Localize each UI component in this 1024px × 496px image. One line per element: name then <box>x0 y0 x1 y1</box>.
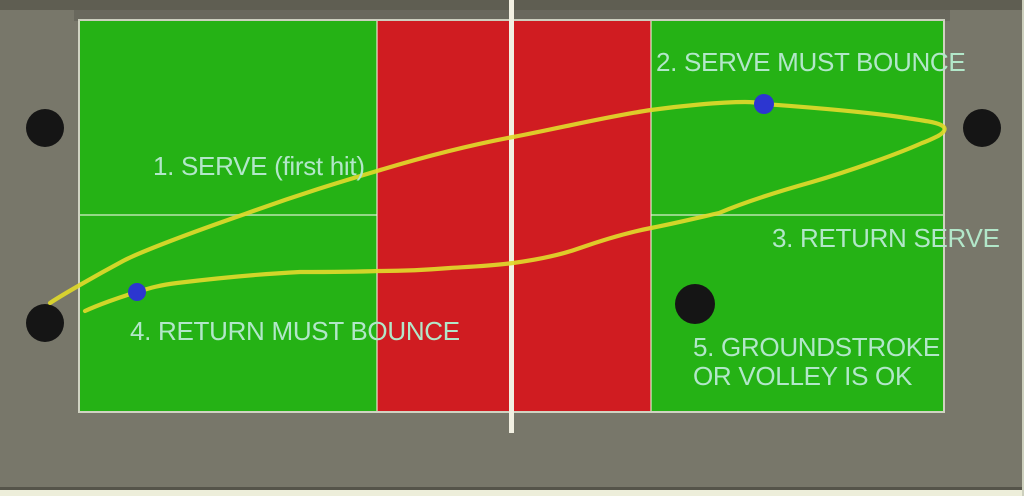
player-left-bottom-icon <box>26 304 64 342</box>
left-kitchen-zone <box>377 21 513 411</box>
right-light-edge <box>1022 0 1024 496</box>
court <box>78 19 945 413</box>
label-serve-must-bounce: 2. SERVE MUST BOUNCE <box>656 47 966 77</box>
right-kitchen-zone <box>513 21 651 411</box>
label-return-serve: 3. RETURN SERVE <box>772 223 1000 253</box>
bottom-light-strip <box>0 490 1024 496</box>
return-bounce-point-icon <box>128 283 146 301</box>
player-left-top-icon <box>26 109 64 147</box>
right-kitchen-line <box>650 21 652 411</box>
player-right-icon <box>963 109 1001 147</box>
left-kitchen-line <box>376 21 378 411</box>
net-line <box>509 0 514 433</box>
serve-bounce-point-icon <box>754 94 774 114</box>
bottom-border-line <box>0 487 1024 490</box>
left-centerline <box>80 214 377 216</box>
label-serve: 1. SERVE (first hit) <box>153 151 365 181</box>
right-centerline <box>651 214 943 216</box>
player-on-court-icon <box>675 284 715 324</box>
left-service-court <box>80 21 377 411</box>
label-return-must-bounce: 4. RETURN MUST BOUNCE <box>130 316 460 346</box>
label-groundstroke-or-volley: 5. GROUNDSTROKE OR VOLLEY IS OK <box>693 332 940 391</box>
ball-path <box>47 99 947 314</box>
